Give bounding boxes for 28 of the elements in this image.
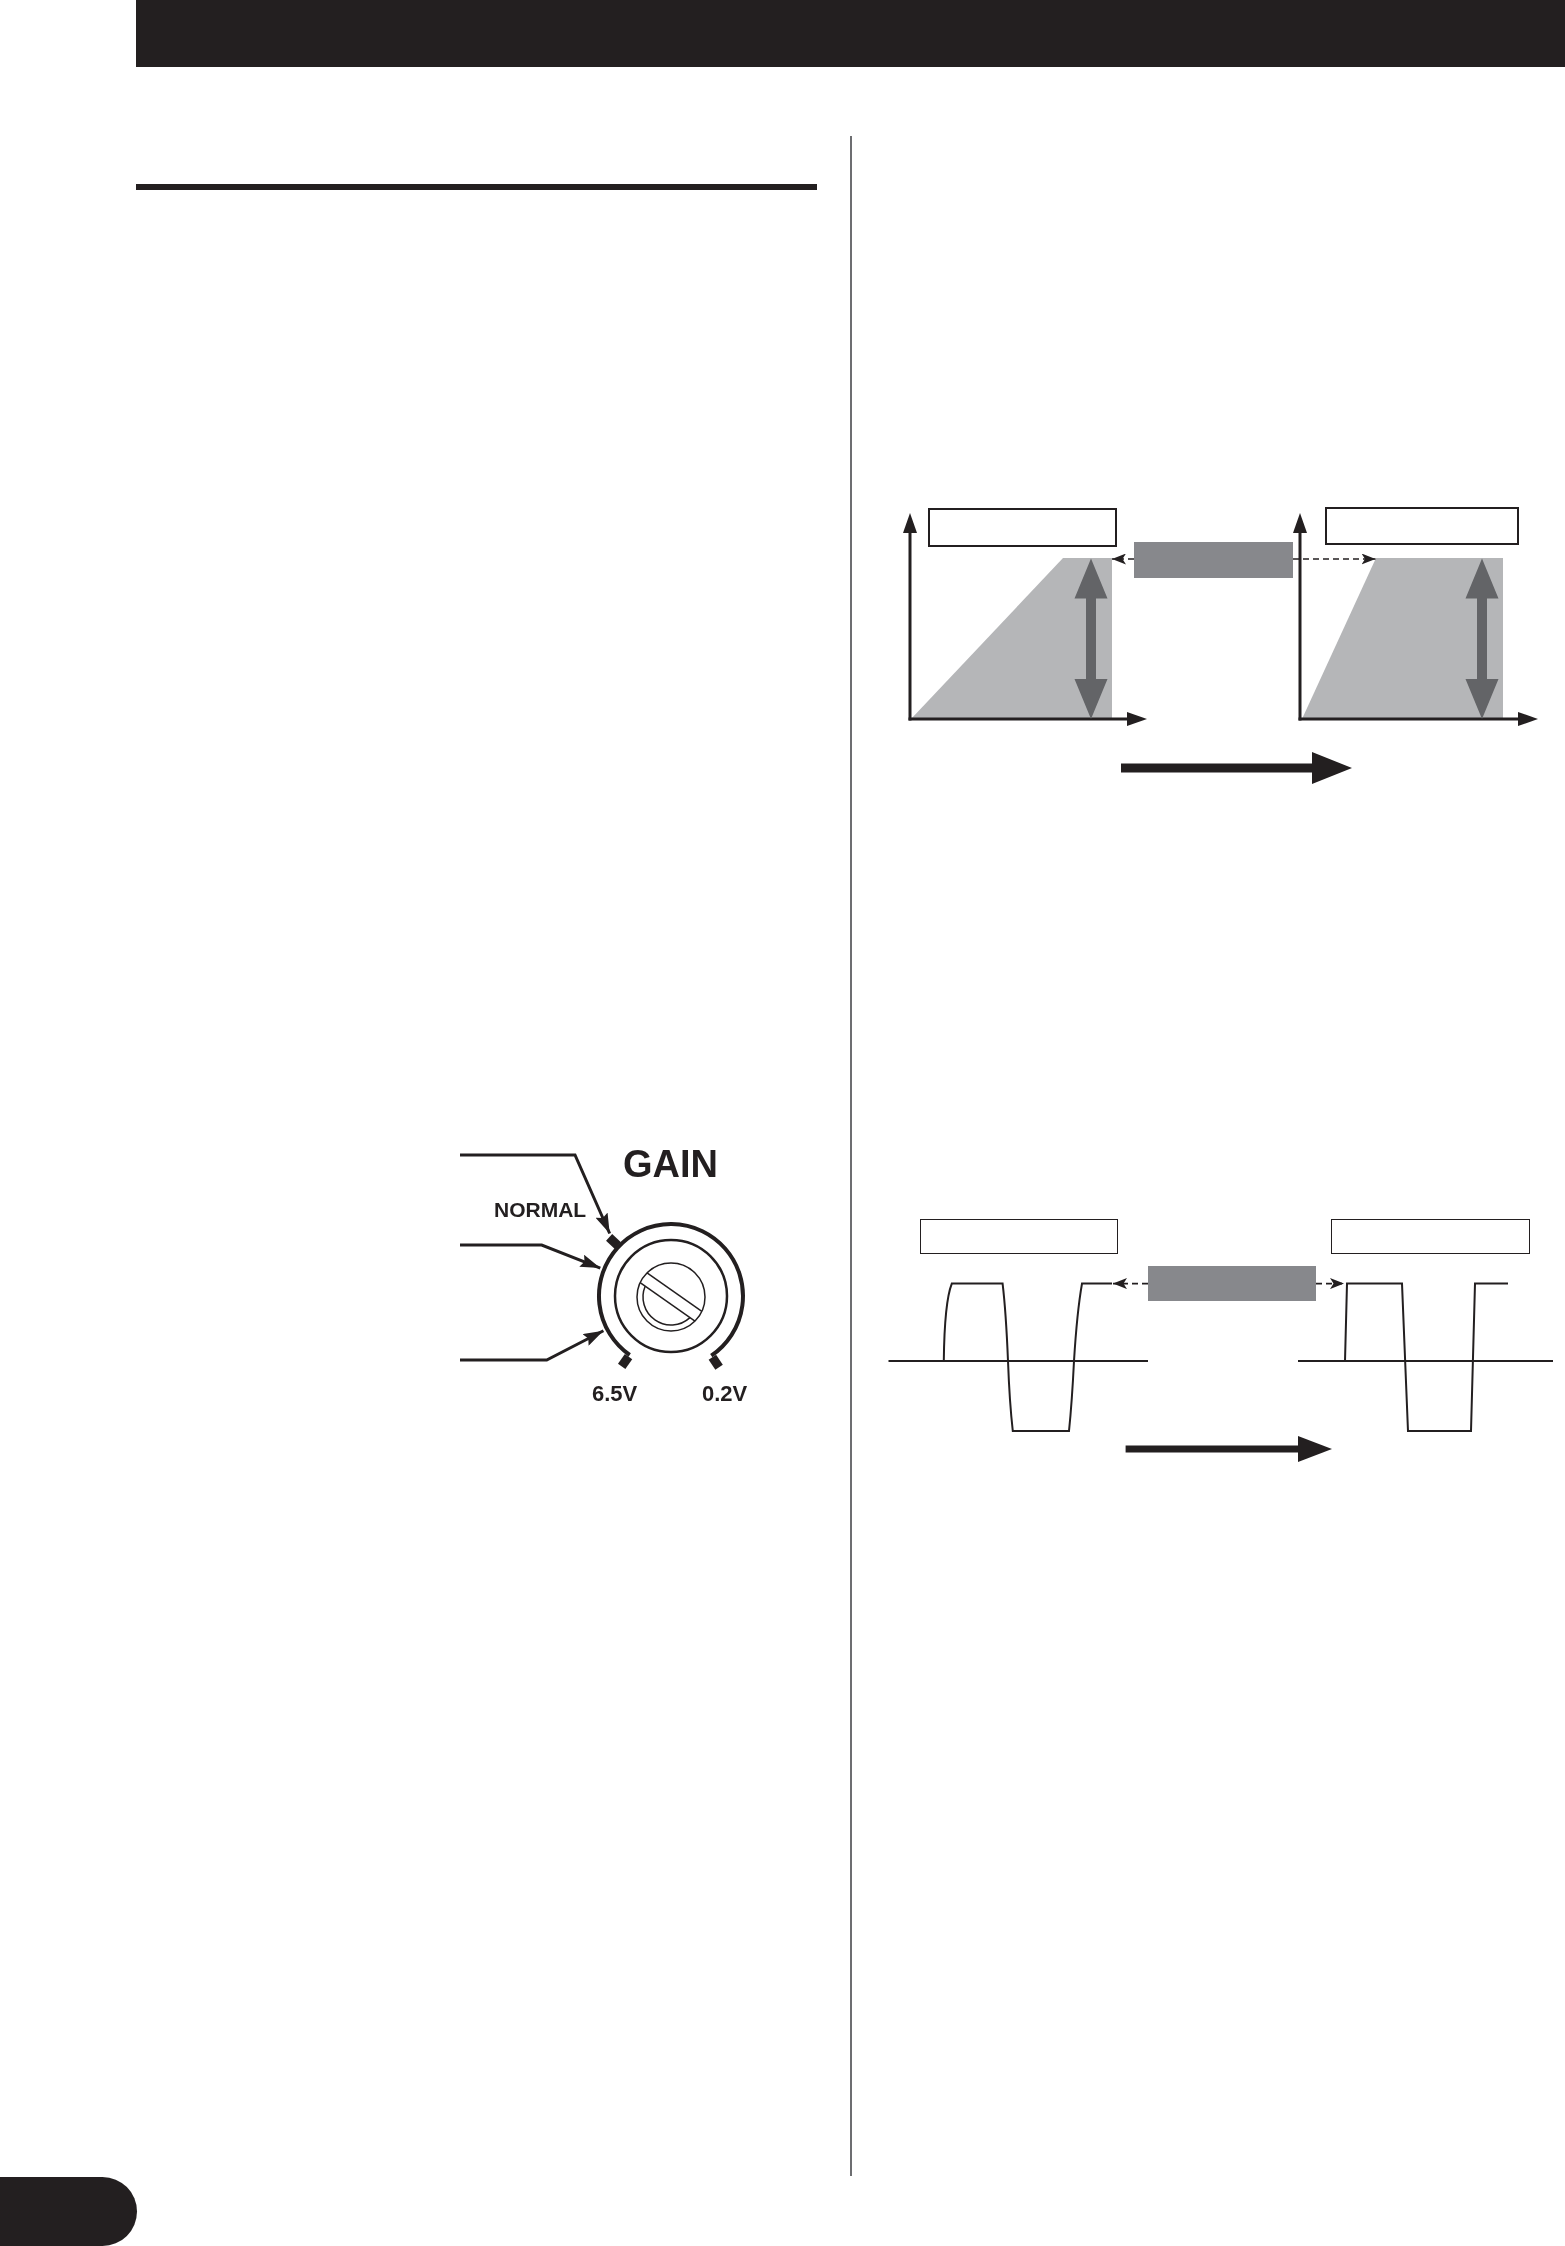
leader-line: [460, 1329, 605, 1362]
graph-figure: [1293, 507, 1538, 727]
signal-figure: [888, 1219, 1148, 1434]
solid-label-box: [1134, 542, 1293, 578]
square-wave: [942, 1282, 1113, 1433]
block-arrow: [1121, 752, 1352, 784]
position-label: NORMAL: [494, 1199, 587, 1220]
position-label: 0.2V: [702, 1383, 748, 1405]
solid-label-box: [1148, 1266, 1316, 1301]
empty-label-box: [928, 508, 1117, 547]
position-label: 6.5V: [592, 1383, 638, 1405]
dashed-arrow: [1315, 1278, 1345, 1290]
position-tick: [605, 1233, 621, 1249]
leader-line: [460, 1153, 612, 1235]
empty-label-box: [1331, 1219, 1530, 1254]
square-wave: [1344, 1282, 1510, 1433]
empty-label-box: [1325, 507, 1519, 545]
signal-figure: [1298, 1219, 1553, 1434]
dashed-arrow: [1111, 553, 1135, 565]
graph-figure: [903, 507, 1147, 727]
shaded-area: [1302, 558, 1503, 719]
rotary-knob: [596, 1221, 746, 1359]
control-label: GAIN: [623, 1145, 718, 1183]
dashed-arrow: [1292, 553, 1377, 565]
leader-line: [460, 1243, 601, 1270]
empty-label-box: [919, 1219, 1118, 1254]
block-arrow: [1125, 1436, 1332, 1462]
dashed-arrow: [1112, 1278, 1149, 1290]
